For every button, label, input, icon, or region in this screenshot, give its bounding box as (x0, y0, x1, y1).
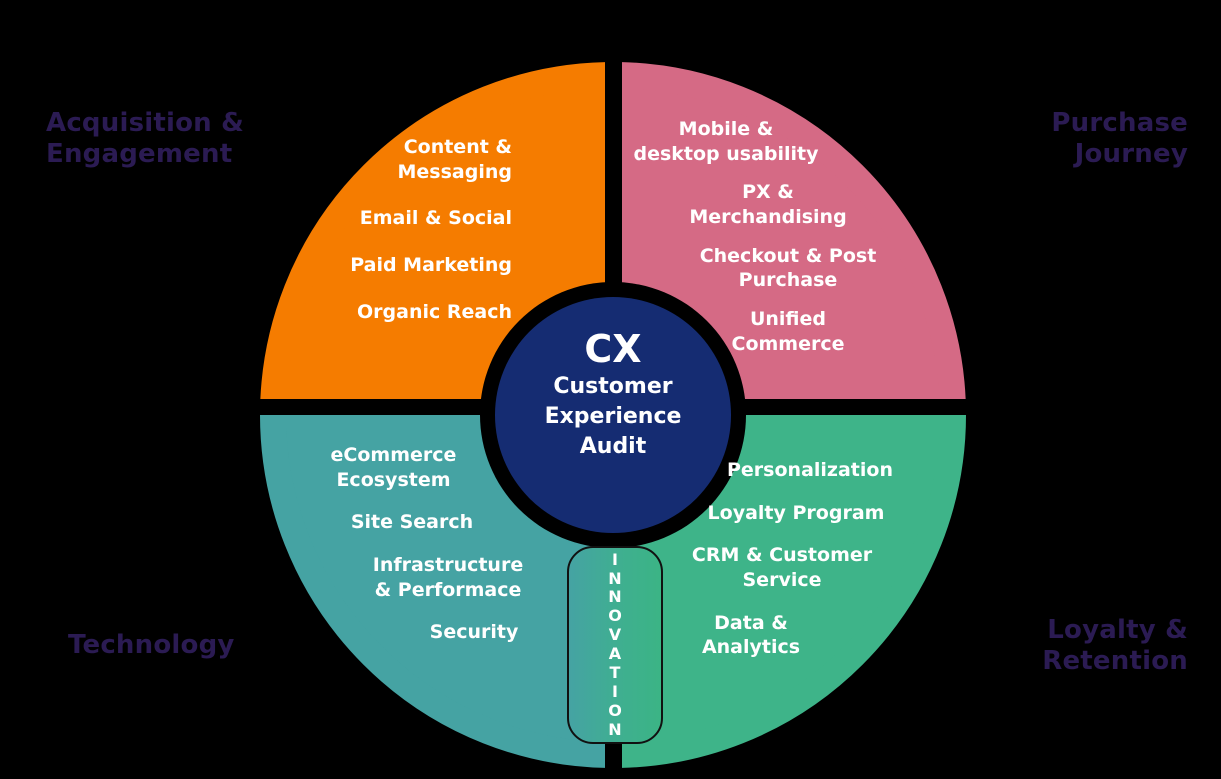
segment-item[interactable]: Data & Analytics (701, 611, 801, 659)
segment-item[interactable]: PX & Merchandising (689, 181, 847, 229)
segment-item[interactable]: Mobile & desktop usability (633, 118, 819, 165)
segment-item[interactable]: Infrastructure & Performace (372, 554, 524, 601)
segment-items-technology: eCommerce Ecosystem Site Search Infrastr… (296, 443, 548, 645)
segment-item[interactable]: Unified Commerce (731, 308, 845, 355)
segment-item[interactable]: Site Search (350, 511, 474, 534)
segment-item[interactable]: Email & Social (359, 207, 512, 230)
innovation-box[interactable] (567, 546, 663, 744)
segment-item[interactable]: Personalization (727, 459, 893, 481)
segment-item[interactable]: Security (429, 621, 519, 644)
category-label-purchase: Purchase Journey (1051, 108, 1188, 169)
category-label-acquisition: Acquisition & Engagement (46, 108, 244, 169)
category-label-loyalty: Loyalty & Retention (1042, 615, 1188, 676)
segment-item[interactable]: Checkout & Post Purchase (699, 244, 877, 292)
segment-item[interactable]: CRM & Customer Service (691, 544, 873, 592)
segment-item[interactable]: Content & Messaging (397, 136, 512, 183)
segment-item[interactable]: Loyalty Program (707, 501, 885, 524)
category-label-technology: Technology (68, 630, 235, 660)
segment-items-purchase: Mobile & desktop usability PX & Merchand… (628, 117, 948, 357)
segment-item[interactable]: eCommerce Ecosystem (330, 444, 457, 491)
segment-items-acquisition: Content & Messaging Email & Social Paid … (280, 135, 512, 324)
segment-item[interactable]: Paid Marketing (350, 254, 512, 277)
segment-item[interactable]: Organic Reach (357, 300, 512, 323)
center-hub-circle[interactable] (495, 297, 731, 533)
segment-items-loyalty: Personalization Loyalty Program CRM & Cu… (676, 458, 944, 660)
